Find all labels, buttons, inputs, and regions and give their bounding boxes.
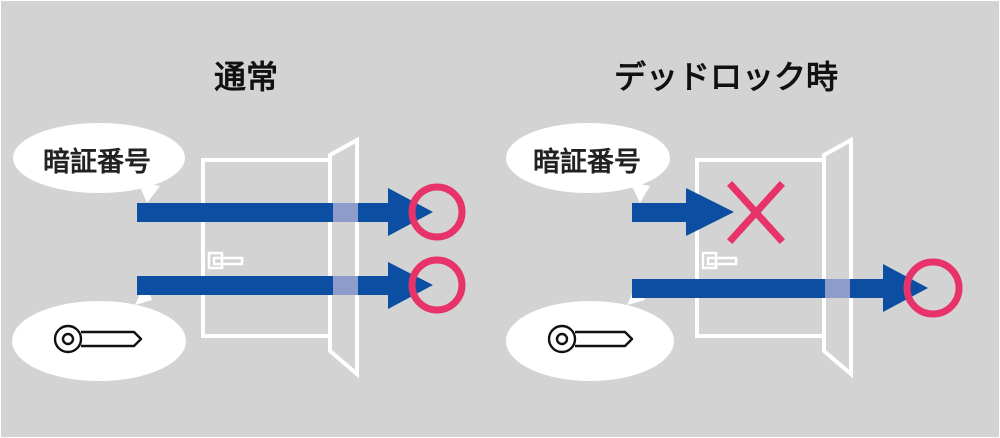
- cross-mark-icon: [727, 181, 785, 244]
- right-title: デッドロック時: [614, 58, 839, 96]
- left-code-arrow: [137, 188, 433, 236]
- right-code-arrow: [632, 188, 734, 236]
- circle-mark-icon: [903, 258, 963, 318]
- lock-handle-icon: [207, 251, 244, 270]
- circle-mark-icon: [408, 256, 466, 314]
- key-icon: [547, 324, 634, 354]
- left-key-arrow: [137, 262, 433, 309]
- left-code-label: 暗証番号: [43, 147, 151, 178]
- lock-handle-icon: [701, 251, 738, 270]
- key-icon: [53, 324, 143, 354]
- left-code-bubble: [13, 123, 185, 203]
- left-title: 通常: [214, 58, 279, 96]
- right-key-arrow: [632, 264, 928, 312]
- right-code-label: 暗証番号: [533, 147, 641, 178]
- circle-mark-icon: [408, 183, 466, 241]
- right-code-bubble: [506, 123, 670, 203]
